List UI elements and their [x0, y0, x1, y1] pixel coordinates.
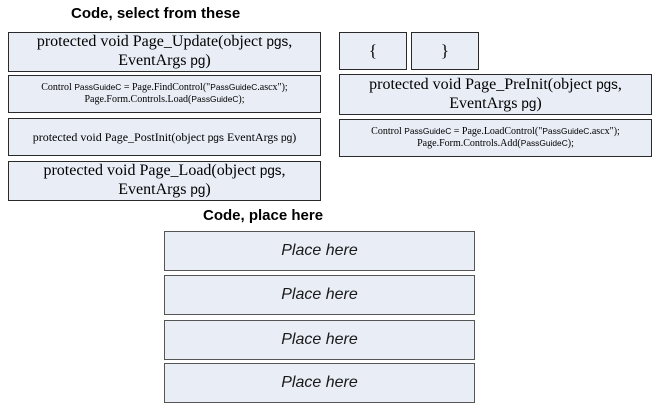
- code-item-open-brace[interactable]: {: [339, 32, 407, 70]
- code-item-page-postinit[interactable]: protected void Page_PostInit(object pgs …: [8, 118, 321, 156]
- code-item-load-control[interactable]: Control PassGuideC = Page.LoadControl("P…: [339, 119, 652, 157]
- drop-target-2[interactable]: Place here: [164, 275, 475, 315]
- drop-target-label: Place here: [281, 331, 358, 348]
- code-item-close-brace[interactable]: }: [411, 32, 479, 70]
- place-heading: Code, place here: [203, 207, 324, 224]
- code-item-page-preinit[interactable]: protected void Page_PreInit(object pgs, …: [339, 74, 652, 115]
- drop-target-label: Place here: [281, 374, 358, 391]
- drop-target-4[interactable]: Place here: [164, 363, 475, 403]
- select-heading: Code, select from these: [71, 5, 241, 22]
- drop-target-label: Place here: [281, 242, 358, 259]
- code-item-page-load[interactable]: protected void Page_Load(object pgs, Eve…: [8, 161, 321, 201]
- drop-target-1[interactable]: Place here: [164, 231, 475, 271]
- drop-target-3[interactable]: Place here: [164, 320, 475, 360]
- drop-target-label: Place here: [281, 286, 358, 303]
- code-item-page-update[interactable]: protected void Page_Update(object pgs, E…: [8, 32, 321, 72]
- code-item-find-control[interactable]: Control PassGuideC = Page.FindControl("P…: [8, 75, 321, 113]
